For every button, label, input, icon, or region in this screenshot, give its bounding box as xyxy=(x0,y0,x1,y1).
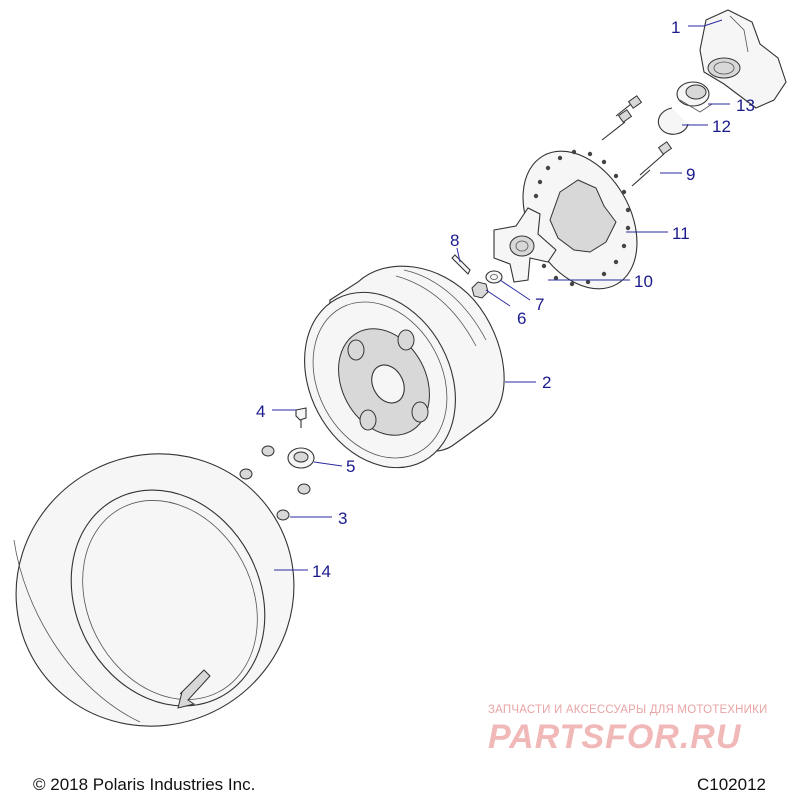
callout-4: 4 xyxy=(256,402,265,421)
part-valve-stem xyxy=(295,407,307,428)
part-washer xyxy=(485,270,503,284)
callout-13: 13 xyxy=(736,96,755,115)
part-bearing xyxy=(676,81,713,113)
part-hub xyxy=(493,207,557,283)
callout-10: 10 xyxy=(634,272,653,291)
callout-11: 11 xyxy=(672,224,690,243)
callout-3: 3 xyxy=(338,509,347,528)
part-center-cap xyxy=(287,447,315,469)
diagram-code: C102012 xyxy=(696,775,766,794)
part-lug-nuts xyxy=(239,445,311,521)
callout-14: 14 xyxy=(312,562,331,581)
tire-rotation-arrow-icon xyxy=(177,669,211,709)
leader-lines xyxy=(272,19,730,571)
callout-1: 1 xyxy=(671,18,680,37)
part-knuckle xyxy=(699,9,787,109)
part-tire xyxy=(13,453,295,727)
part-wheel-rim xyxy=(304,265,505,469)
part-bolts xyxy=(601,95,673,187)
callout-9: 9 xyxy=(686,165,695,184)
callout-8: 8 xyxy=(450,231,459,250)
callout-6: 6 xyxy=(517,309,526,328)
callout-labels: 1 2 3 4 5 6 7 8 9 10 11 12 13 14 xyxy=(256,18,755,581)
callout-5: 5 xyxy=(346,457,355,476)
callout-12: 12 xyxy=(712,117,731,136)
part-retaining-ring xyxy=(657,107,689,135)
callout-7: 7 xyxy=(535,295,544,314)
copyright-text: © 2018 Polaris Industries Inc. xyxy=(33,775,256,794)
part-castle-nut xyxy=(471,281,489,299)
watermark-tagline: ЗАПЧАСТИ И АКСЕССУАРЫ ДЛЯ МОТОТЕХНИКИ xyxy=(488,704,768,716)
watermark: ЗАПЧАСТИ И АКСЕССУАРЫ ДЛЯ МОТОТЕХНИКИ PA… xyxy=(488,704,788,757)
part-cotter-pin xyxy=(451,254,471,275)
watermark-brand: PARTSFOR.RU xyxy=(488,718,742,756)
callout-2: 2 xyxy=(542,373,551,392)
